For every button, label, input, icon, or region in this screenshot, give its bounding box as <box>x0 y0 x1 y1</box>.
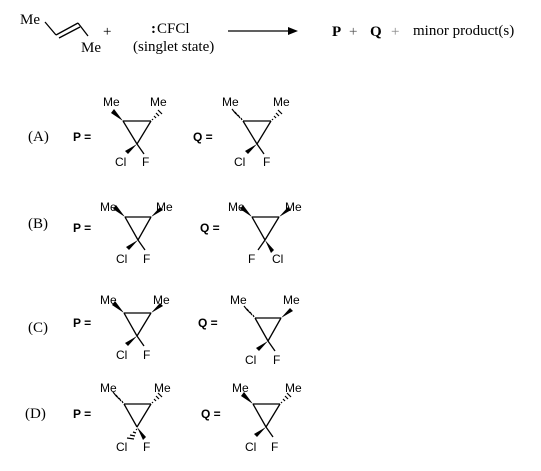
me-label: Me <box>150 95 167 109</box>
wedge-bond <box>113 205 125 217</box>
f-label: F <box>273 353 280 367</box>
cl-label: Cl <box>234 155 245 169</box>
wedge-bond <box>151 303 163 313</box>
wedge-bond <box>281 308 293 318</box>
wedge-bond <box>112 301 124 313</box>
me-label: Me <box>228 200 245 214</box>
product-p: P <box>332 24 341 40</box>
me-label: Me <box>285 200 302 214</box>
reaction-arrowhead <box>288 27 298 35</box>
q-label: Q = <box>193 130 213 144</box>
p-label: P = <box>73 130 91 144</box>
me-label: Me <box>273 95 290 109</box>
me-label: Me <box>100 381 117 395</box>
me-label: Me <box>283 293 300 307</box>
alkene-me-top: Me <box>20 12 40 28</box>
alkene-double-bond-second <box>58 26 81 39</box>
option-label: (A) <box>28 129 49 145</box>
cl-label: Cl <box>115 155 126 169</box>
option-c[interactable]: (C) P = Me Me Cl F Q = M <box>28 293 300 367</box>
wedge-bond <box>151 207 163 217</box>
reagent-colon: : <box>151 21 156 37</box>
option-a[interactable]: (A) P = Me Me Cl F Q = <box>28 95 290 169</box>
hash-bond <box>112 391 124 404</box>
me-label: Me <box>100 200 117 214</box>
hash-bond <box>280 392 292 404</box>
wedge-bond <box>126 240 138 250</box>
product-q: Q <box>370 24 382 40</box>
cl-label: Cl <box>272 252 283 266</box>
plus-sign: + <box>349 24 357 40</box>
cl-label: Cl <box>116 440 127 454</box>
alkene-me-bottom: Me <box>81 40 101 56</box>
me-label: Me <box>153 293 170 307</box>
option-d[interactable]: (D) P = Me Me Cl F Q = <box>25 381 302 454</box>
option-b[interactable]: (B) P = Me Me Cl F Q = Me Me F <box>28 200 302 266</box>
f-label: F <box>143 252 150 266</box>
wedge-bond <box>240 205 252 217</box>
structure-p: Me Me Cl F <box>100 200 173 266</box>
wedge-bond <box>111 109 123 121</box>
structure-q: Me Me Cl F <box>230 293 300 367</box>
structure-q: Me Me Cl F <box>232 381 302 454</box>
cl-label: Cl <box>116 252 127 266</box>
p-label: P = <box>73 316 91 330</box>
f-label: F <box>263 155 270 169</box>
wedge-bond <box>279 207 291 217</box>
plus-sign: + <box>391 24 399 40</box>
structure-p: Me Me Cl F <box>103 95 167 169</box>
option-label: (B) <box>28 216 48 232</box>
hash-bond <box>231 108 243 121</box>
reaction-equation: Me Me + : CFCl (singlet state) P + Q + m… <box>20 12 514 56</box>
me-label: Me <box>100 293 117 307</box>
hash-bond <box>151 392 163 404</box>
reagent-formula: CFCl <box>157 21 190 37</box>
me-label: Me <box>232 381 249 395</box>
me-label: Me <box>230 293 247 307</box>
wedge-bond <box>137 427 146 440</box>
plus-sign: + <box>103 24 111 40</box>
f-label: F <box>248 252 255 266</box>
f-label: F <box>143 440 150 454</box>
f-label: F <box>142 155 149 169</box>
me-label: Me <box>285 381 302 395</box>
structure-q: Me Me Cl F <box>222 95 290 169</box>
alkene-bond <box>44 21 57 36</box>
structure-p: Me Me Cl F <box>100 381 171 454</box>
p-label: P = <box>73 221 91 235</box>
me-label: Me <box>103 95 120 109</box>
cl-label: Cl <box>116 348 127 362</box>
p-label: P = <box>73 407 91 421</box>
cl-label: Cl <box>245 440 256 454</box>
me-label: Me <box>154 381 171 395</box>
wedge-bond <box>265 240 274 253</box>
me-label: Me <box>156 200 173 214</box>
reagent-state: (singlet state) <box>133 39 214 55</box>
wedge-bond <box>245 144 257 154</box>
wedge-bond <box>256 341 268 351</box>
wedge-bond <box>125 336 137 346</box>
cl-label: Cl <box>245 353 256 367</box>
hash-bond <box>126 428 138 440</box>
wedge-bond <box>254 427 266 437</box>
q-label: Q = <box>198 316 218 330</box>
me-label: Me <box>222 95 239 109</box>
option-label: (D) <box>25 406 46 422</box>
structure-p: Me Me Cl F <box>100 293 170 362</box>
hash-bond <box>243 305 255 318</box>
f-label: F <box>143 348 150 362</box>
minor-products: minor product(s) <box>413 23 514 39</box>
hash-bond <box>271 109 283 121</box>
option-label: (C) <box>28 320 48 336</box>
alkene-double-bond <box>55 22 79 36</box>
hash-bond <box>151 109 163 121</box>
alkene-bond <box>77 22 89 37</box>
q-label: Q = <box>201 407 221 421</box>
wedge-bond <box>125 144 137 154</box>
wedge-bond <box>241 392 253 404</box>
f-label: F <box>271 440 278 454</box>
structure-q: Me Me F Cl <box>228 200 302 266</box>
q-label: Q = <box>200 221 220 235</box>
